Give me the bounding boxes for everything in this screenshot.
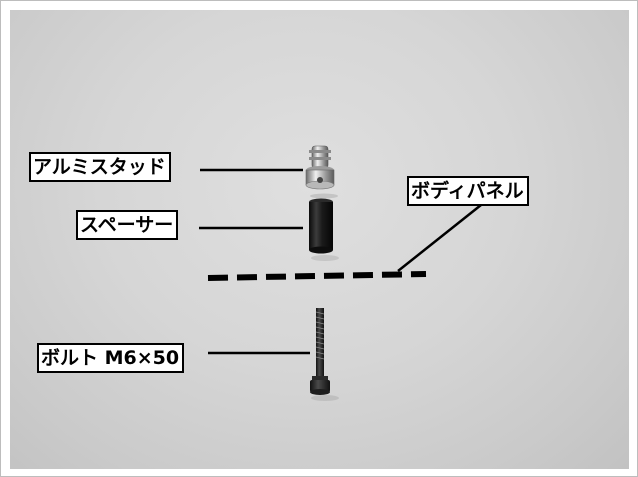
- bolt-part: [310, 308, 339, 401]
- leader-line-body-panel: [397, 204, 482, 272]
- label-body-panel: ボディパネル: [407, 176, 529, 206]
- label-aluminum-stud: アルミスタッド: [29, 152, 171, 182]
- label-bolt: ボルト M6×50: [37, 343, 185, 373]
- body-panel-dashed-line: [207, 271, 427, 281]
- spacer-part: [309, 198, 339, 261]
- label-spacer: スペーサー: [76, 210, 179, 240]
- aluminum-stud-part: [305, 145, 338, 199]
- photo-overlay: [199, 145, 482, 401]
- parts-photo: アルミスタッド スペーサー ボディパネル ボルト M6×50: [10, 10, 629, 469]
